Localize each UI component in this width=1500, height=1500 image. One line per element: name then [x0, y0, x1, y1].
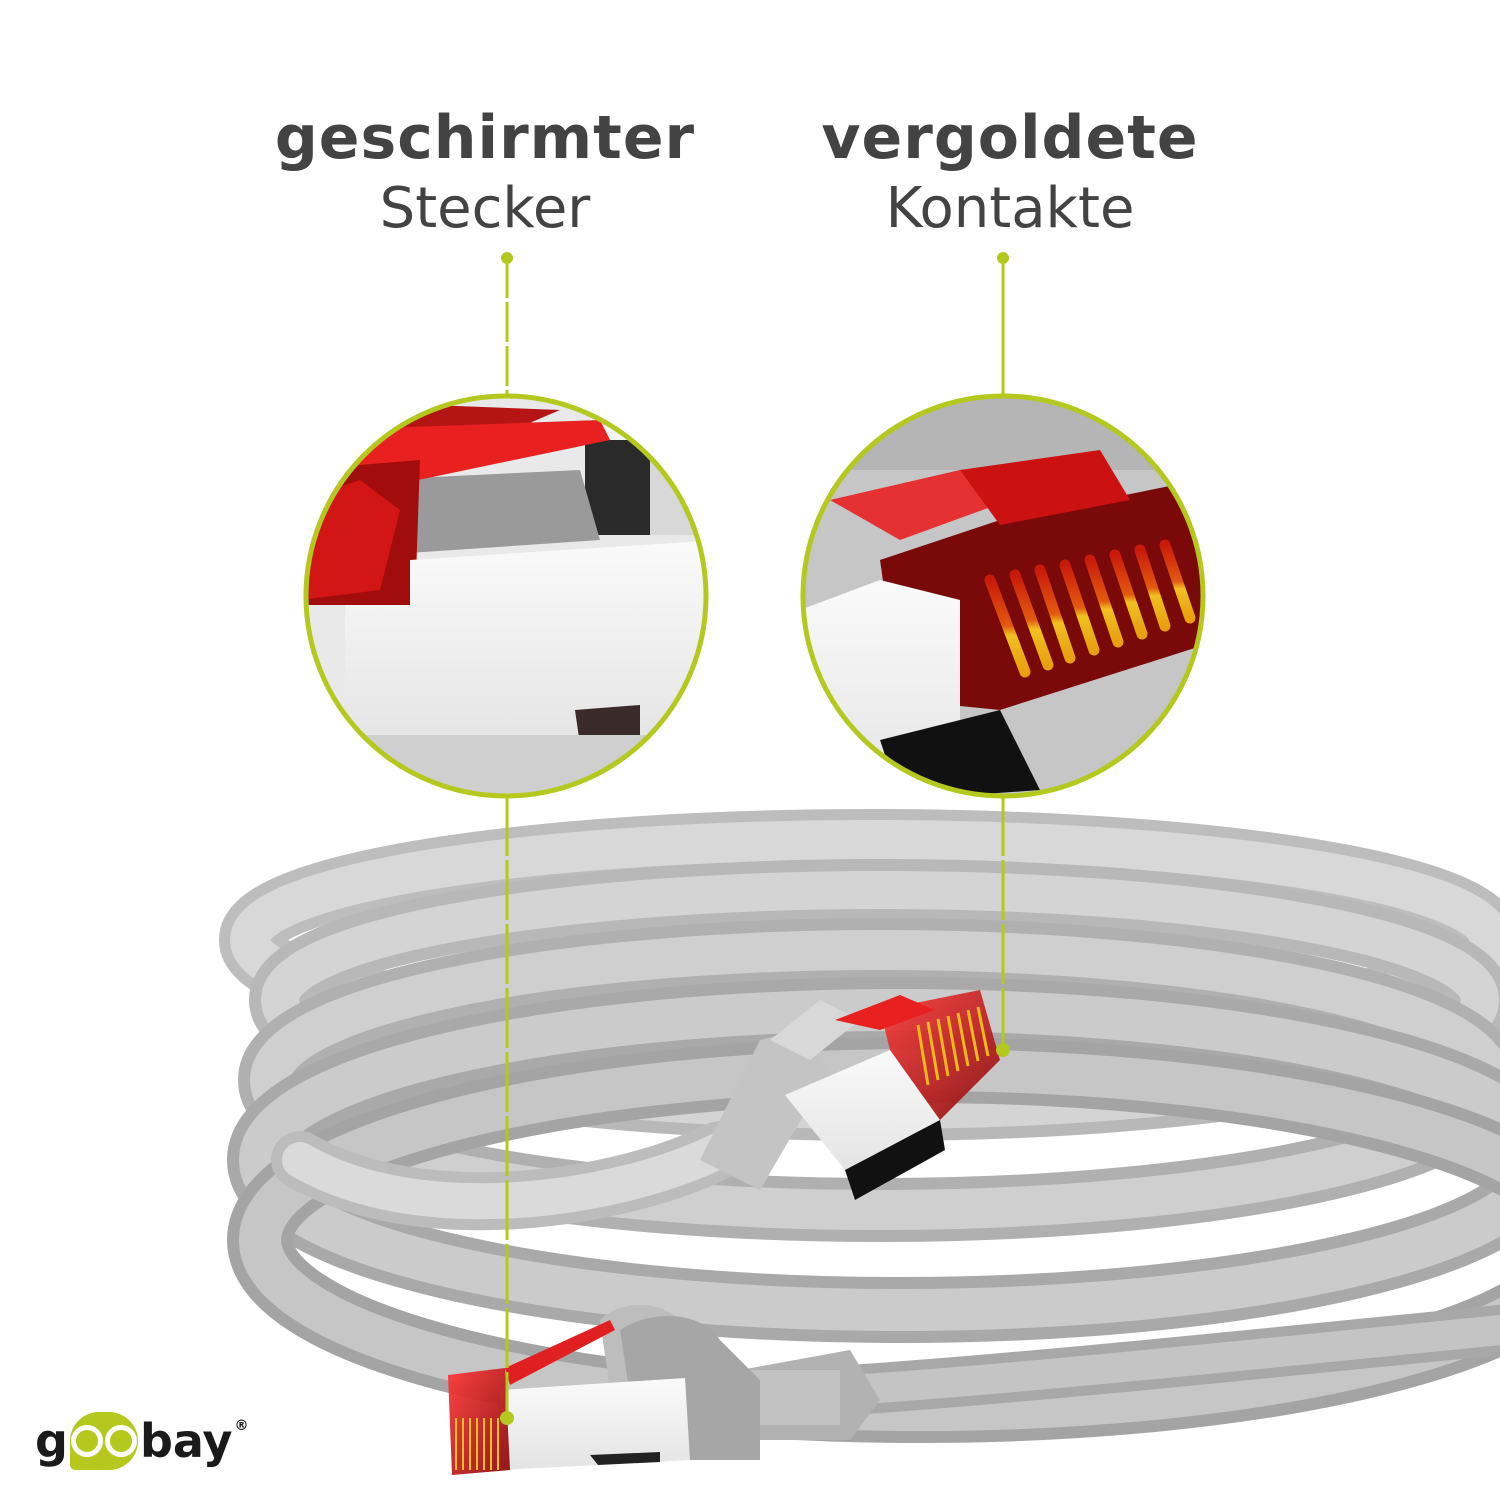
magnifier-shielded-plug — [303, 393, 709, 799]
callout-gold-contacts: vergoldete Kontakte — [780, 102, 1240, 244]
callout-lines — [505, 258, 1005, 1418]
callout-dot-icon — [501, 252, 513, 264]
callout-dot-icon — [500, 1411, 514, 1425]
upper-rj45-connector — [700, 990, 1000, 1200]
magnifier-gold-contacts — [800, 393, 1206, 799]
callout-dot-icon — [996, 1043, 1010, 1057]
lower-rj45-connector — [448, 1305, 880, 1475]
goobay-logo: g bay ® — [35, 1412, 248, 1470]
cable-coil — [219, 809, 1500, 1443]
callout-subtitle: Stecker — [379, 176, 591, 241]
registered-mark: ® — [234, 1418, 249, 1434]
callout-dot-icon — [997, 252, 1009, 264]
logo-bubble-icon — [69, 1412, 138, 1470]
callout-shielded-connector: geschirmter Stecker — [250, 102, 720, 244]
callout-title: geschirmter — [274, 103, 696, 173]
callout-subtitle: Kontakte — [885, 176, 1135, 241]
logo-prefix: g — [35, 1414, 68, 1468]
logo-suffix: bay — [139, 1414, 233, 1468]
callout-title: vergoldete — [821, 103, 1199, 173]
